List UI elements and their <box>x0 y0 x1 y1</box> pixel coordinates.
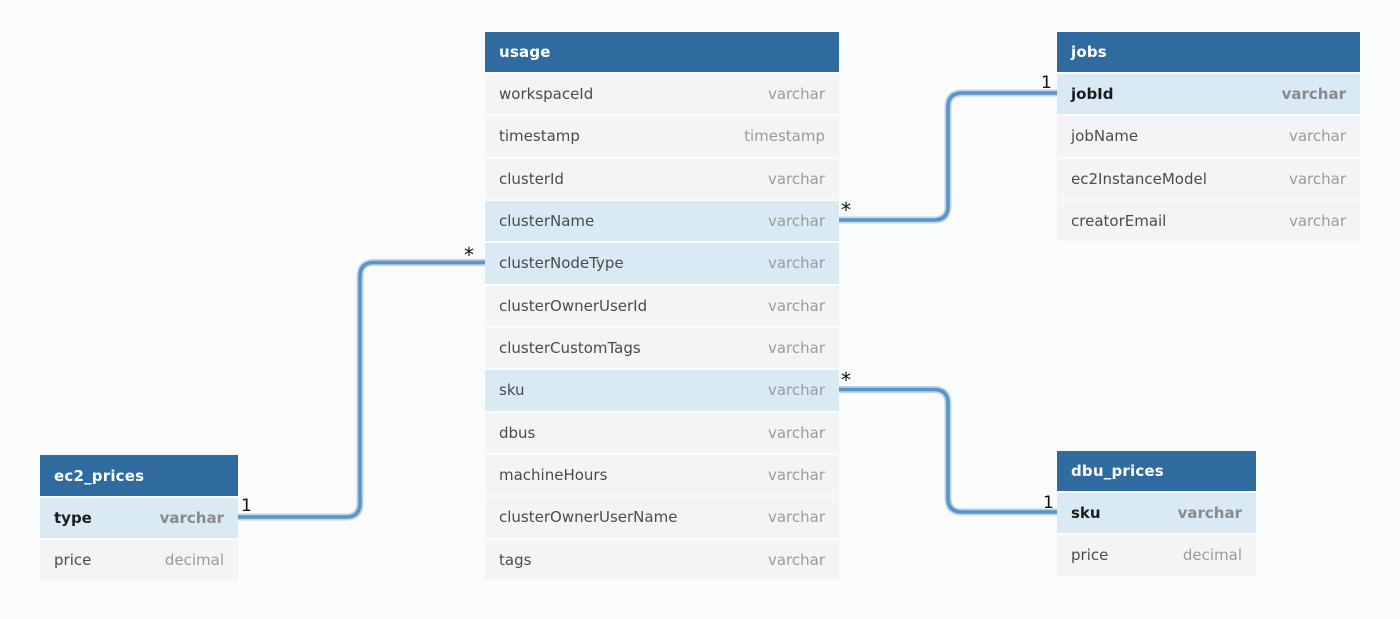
relationship-ec2price-usage[interactable]: 1 * <box>238 243 485 521</box>
cardinality-label-many: * <box>841 198 851 222</box>
field-row-clusterName[interactable]: clusterName varchar <box>485 198 839 242</box>
cardinality-label-one: 1 <box>241 496 252 516</box>
field-row-clusterCustomTags[interactable]: clusterCustomTags varchar <box>485 325 839 369</box>
field-name: clusterOwnerUserId <box>499 296 648 315</box>
field-type: timestamp <box>744 127 825 146</box>
field-row-clusterNodeType[interactable]: clusterNodeType varchar <box>485 241 839 284</box>
field-row-dbus[interactable]: dbus varchar <box>485 410 839 453</box>
field-row-jobId[interactable]: jobId varchar <box>1057 72 1360 115</box>
field-name: sku <box>499 381 525 400</box>
field-row-sku[interactable]: sku varchar <box>485 368 839 411</box>
field-row-clusterOwnerUserId[interactable]: clusterOwnerUserId varchar <box>485 283 839 326</box>
field-name: price <box>1071 546 1109 565</box>
field-type: varchar <box>767 381 825 400</box>
field-type: varchar <box>767 212 825 231</box>
field-type: varchar <box>767 169 825 188</box>
field-type: decimal <box>1182 546 1242 565</box>
field-type: varchar <box>1288 212 1346 231</box>
relationship-usage-dbuprices[interactable]: * 1 <box>839 368 1057 516</box>
field-row-price[interactable]: price decimal <box>1057 533 1256 576</box>
field-name: clusterOwnerUserName <box>499 508 678 527</box>
table-jobs[interactable]: jobs jobId varchar jobName varchar ec2In… <box>1057 32 1360 242</box>
cardinality-label-many: * <box>464 243 474 267</box>
field-type: varchar <box>767 508 825 527</box>
table-dbu-prices-header[interactable]: dbu_prices <box>1057 451 1256 491</box>
field-type: varchar <box>767 85 825 104</box>
field-row-jobName[interactable]: jobName varchar <box>1057 114 1360 157</box>
field-row-price[interactable]: price decimal <box>40 538 238 581</box>
field-type: varchar <box>1281 85 1346 104</box>
field-row-workspaceId[interactable]: workspaceId varchar <box>485 72 839 115</box>
field-row-creatorEmail[interactable]: creatorEmail varchar <box>1057 198 1360 242</box>
field-name: tags <box>499 550 532 569</box>
field-name: creatorEmail <box>1071 212 1167 231</box>
relationship-usage-jobs[interactable]: * 1 <box>839 73 1057 224</box>
table-ec2-prices[interactable]: ec2_prices type varchar price decimal <box>40 455 238 581</box>
table-usage-header[interactable]: usage <box>485 32 839 72</box>
field-type: varchar <box>1288 127 1346 146</box>
field-row-ec2InstanceModel[interactable]: ec2InstanceModel varchar <box>1057 156 1360 199</box>
field-row-tags[interactable]: tags varchar <box>485 537 839 580</box>
field-type: varchar <box>1288 169 1346 188</box>
field-name: sku <box>1071 504 1101 523</box>
field-type: varchar <box>767 466 825 485</box>
field-name: clusterCustomTags <box>499 339 641 358</box>
cardinality-label-one: 1 <box>1041 73 1052 93</box>
field-row-clusterId[interactable]: clusterId varchar <box>485 156 839 199</box>
field-name: clusterName <box>499 212 595 231</box>
field-name: type <box>54 509 92 528</box>
field-row-sku[interactable]: sku varchar <box>1057 491 1256 534</box>
field-type: varchar <box>767 296 825 315</box>
table-dbu-prices[interactable]: dbu_prices sku varchar price decimal <box>1057 451 1256 576</box>
field-row-machineHours[interactable]: machineHours varchar <box>485 452 839 496</box>
field-name: jobId <box>1071 85 1114 104</box>
table-ec2-prices-header[interactable]: ec2_prices <box>40 455 238 496</box>
field-name: machineHours <box>499 466 608 485</box>
field-name: clusterNodeType <box>499 254 624 273</box>
table-jobs-header[interactable]: jobs <box>1057 32 1360 72</box>
field-type: varchar <box>1177 504 1242 523</box>
field-type: varchar <box>767 254 825 273</box>
field-row-type[interactable]: type varchar <box>40 496 238 539</box>
cardinality-label-many: * <box>841 368 851 392</box>
field-type: varchar <box>159 509 224 528</box>
field-name: dbus <box>499 423 536 442</box>
field-type: decimal <box>164 551 224 570</box>
field-row-timestamp[interactable]: timestamp timestamp <box>485 114 839 157</box>
field-name: price <box>54 551 92 570</box>
field-type: varchar <box>767 423 825 442</box>
field-name: workspaceId <box>499 85 594 104</box>
field-name: timestamp <box>499 127 580 146</box>
field-name: jobName <box>1071 127 1139 146</box>
table-usage[interactable]: usage workspaceId varchar timestamp time… <box>485 32 839 580</box>
field-name: clusterId <box>499 169 564 188</box>
field-row-clusterOwnerUserName[interactable]: clusterOwnerUserName varchar <box>485 495 839 538</box>
field-type: varchar <box>767 339 825 358</box>
field-type: varchar <box>767 550 825 569</box>
cardinality-label-one: 1 <box>1043 493 1054 513</box>
field-name: ec2InstanceModel <box>1071 169 1207 188</box>
